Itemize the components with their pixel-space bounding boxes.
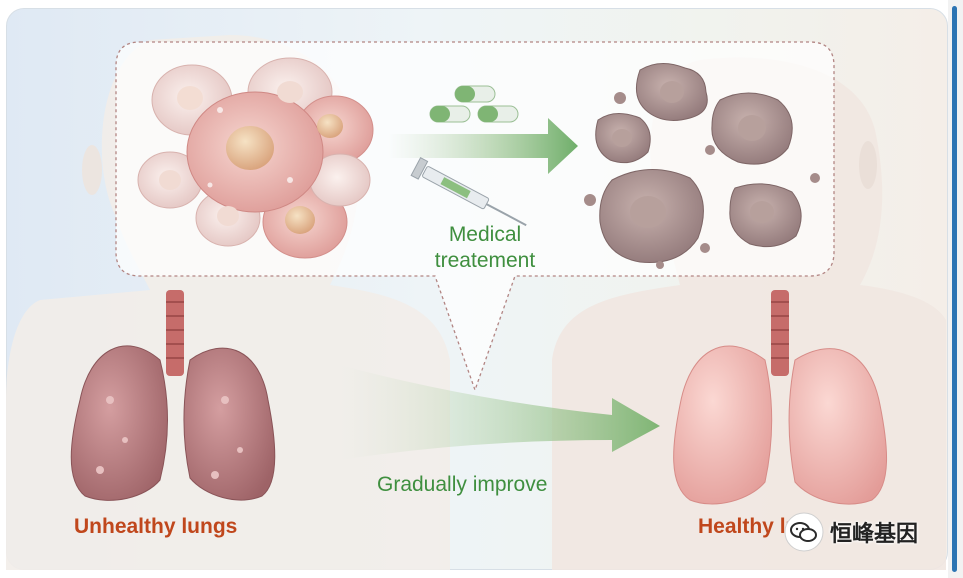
scrollbar-thumb[interactable] bbox=[952, 6, 957, 572]
pills-icon bbox=[429, 85, 519, 123]
unhealthy-lungs bbox=[70, 290, 276, 501]
improve-arrow bbox=[340, 365, 660, 460]
gradually-improve-label: Gradually improve bbox=[377, 473, 548, 496]
watermark: 恒峰基因 bbox=[784, 510, 918, 554]
dead-cell-cluster bbox=[584, 63, 820, 269]
cancer-cell-cluster bbox=[137, 57, 374, 259]
syringe-icon bbox=[410, 157, 527, 227]
treatment-arrow bbox=[388, 118, 578, 174]
unhealthy-lungs-label: Unhealthy lungs bbox=[74, 515, 238, 538]
medical-treatment-label: Medical treatement bbox=[434, 223, 536, 272]
scrollbar[interactable] bbox=[948, 0, 963, 578]
watermark-text: 恒峰基因 bbox=[830, 522, 919, 547]
healthy-lungs bbox=[673, 290, 888, 505]
healthy-lungs-label: Healthy lun bbox=[698, 515, 812, 538]
wechat-icon bbox=[784, 512, 824, 552]
